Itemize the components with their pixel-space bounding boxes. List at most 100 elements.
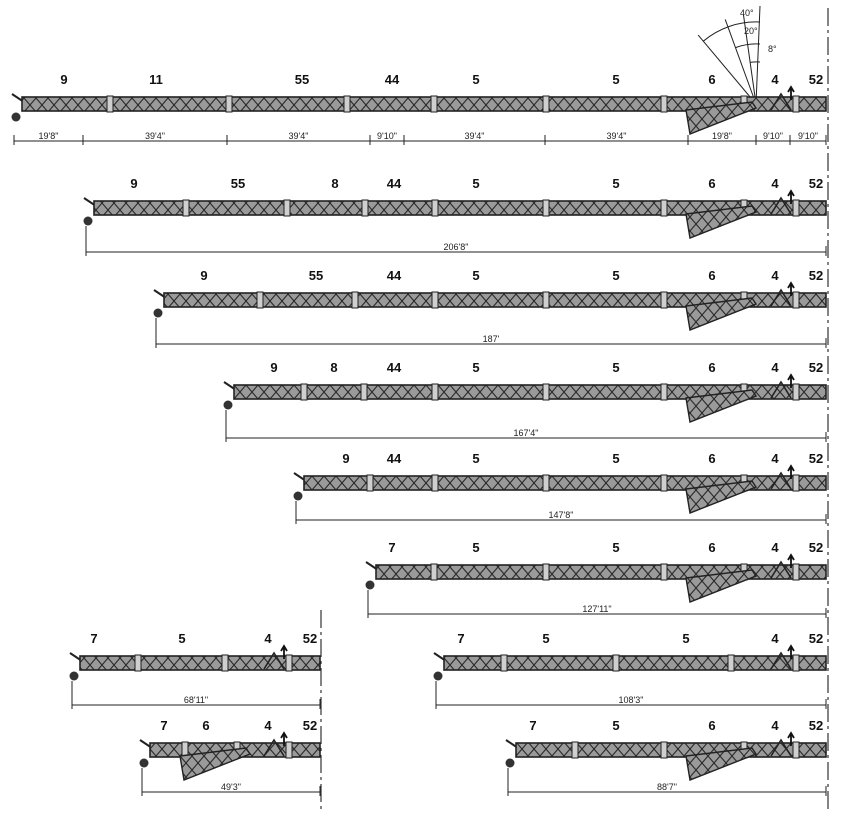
tip-frame bbox=[263, 651, 285, 670]
tip-arrow bbox=[787, 373, 795, 388]
boom-foot-pin bbox=[223, 400, 233, 410]
section-label: 4 bbox=[771, 176, 779, 191]
section-joint bbox=[660, 563, 668, 581]
section-joint bbox=[431, 383, 439, 401]
section-label: 6 bbox=[708, 268, 715, 283]
section-label: 4 bbox=[771, 631, 779, 646]
boom-foot-pin bbox=[433, 671, 443, 681]
section-label: 52 bbox=[809, 72, 823, 87]
section-label: 6 bbox=[202, 718, 209, 733]
section-label: 52 bbox=[303, 718, 317, 733]
tip-arrow bbox=[787, 644, 795, 659]
total-length-label: 49'3" bbox=[221, 782, 241, 792]
tip-arrow bbox=[787, 281, 795, 296]
section-label: 55 bbox=[295, 72, 309, 87]
segment-length-label: 19'8" bbox=[712, 131, 732, 141]
jib-fly-section bbox=[685, 480, 758, 514]
segment-length-label: 39'4" bbox=[465, 131, 485, 141]
total-length-label: 127'11" bbox=[582, 604, 611, 614]
section-joint bbox=[134, 654, 142, 672]
section-joint bbox=[660, 95, 668, 113]
total-length-label: 147'8" bbox=[549, 510, 574, 520]
section-joint bbox=[660, 474, 668, 492]
section-label: 9 bbox=[200, 268, 207, 283]
angle-label: 8° bbox=[768, 44, 777, 54]
section-joint bbox=[612, 654, 620, 672]
section-label: 4 bbox=[771, 72, 779, 87]
section-label: 5 bbox=[472, 268, 479, 283]
section-joint bbox=[542, 383, 550, 401]
tip-frame bbox=[770, 196, 792, 215]
section-joint bbox=[542, 199, 550, 217]
tip-arrow bbox=[787, 731, 795, 746]
tip-frame bbox=[770, 288, 792, 307]
tip-frame bbox=[770, 92, 792, 111]
angle-arc bbox=[750, 61, 761, 63]
section-label: 5 bbox=[178, 631, 185, 646]
section-label: 52 bbox=[809, 451, 823, 466]
total-length-label: 167'4" bbox=[514, 428, 539, 438]
tip-frame bbox=[770, 471, 792, 490]
tip-frame bbox=[770, 738, 792, 757]
section-label: 7 bbox=[90, 631, 97, 646]
boom-lattice bbox=[515, 742, 827, 758]
angle-arc bbox=[702, 21, 761, 42]
right-reference-line bbox=[320, 8, 829, 812]
section-label: 7 bbox=[388, 540, 395, 555]
section-joint bbox=[361, 199, 369, 217]
section-label: 44 bbox=[387, 268, 402, 283]
boom-foot-pin bbox=[293, 491, 303, 501]
section-joint bbox=[430, 563, 438, 581]
tip-frame bbox=[770, 560, 792, 579]
section-joint bbox=[225, 95, 233, 113]
tip-arrow bbox=[280, 731, 288, 746]
section-label: 5 bbox=[612, 540, 619, 555]
jib-fly-section bbox=[685, 205, 758, 239]
total-length-label: 88'7" bbox=[657, 782, 677, 792]
section-joint bbox=[221, 654, 229, 672]
section-label: 44 bbox=[387, 176, 402, 191]
section-label: 5 bbox=[612, 176, 619, 191]
angle-label: 20° bbox=[744, 26, 758, 36]
section-label: 5 bbox=[612, 718, 619, 733]
section-joint bbox=[792, 563, 800, 581]
section-label: 7 bbox=[529, 718, 536, 733]
section-label: 5 bbox=[472, 540, 479, 555]
section-joint bbox=[360, 383, 368, 401]
section-joint bbox=[283, 199, 291, 217]
segment-length-label: 19'8" bbox=[39, 131, 59, 141]
section-label: 9 bbox=[270, 360, 277, 375]
section-joint bbox=[792, 95, 800, 113]
boom-foot-pin bbox=[505, 758, 515, 768]
section-joint bbox=[792, 383, 800, 401]
section-joint bbox=[792, 199, 800, 217]
tip-arrow bbox=[787, 85, 795, 100]
section-label: 6 bbox=[708, 451, 715, 466]
section-label: 44 bbox=[387, 360, 402, 375]
section-joint bbox=[106, 95, 114, 113]
jib-fly-section bbox=[685, 297, 758, 331]
section-label: 52 bbox=[303, 631, 317, 646]
section-label: 5 bbox=[542, 631, 549, 646]
section-joint bbox=[300, 383, 308, 401]
section-label: 4 bbox=[771, 268, 779, 283]
section-joint bbox=[660, 291, 668, 309]
section-joint bbox=[256, 291, 264, 309]
angle-ray bbox=[755, 5, 761, 105]
boom-lattice bbox=[93, 200, 827, 216]
boom-foot-pin bbox=[69, 671, 79, 681]
jib-fly-section bbox=[179, 747, 252, 781]
section-joint bbox=[542, 474, 550, 492]
segment-length-label: 39'4" bbox=[289, 131, 309, 141]
section-label: 4 bbox=[264, 631, 272, 646]
section-label: 6 bbox=[708, 360, 715, 375]
section-joint bbox=[285, 654, 293, 672]
section-label: 7 bbox=[160, 718, 167, 733]
